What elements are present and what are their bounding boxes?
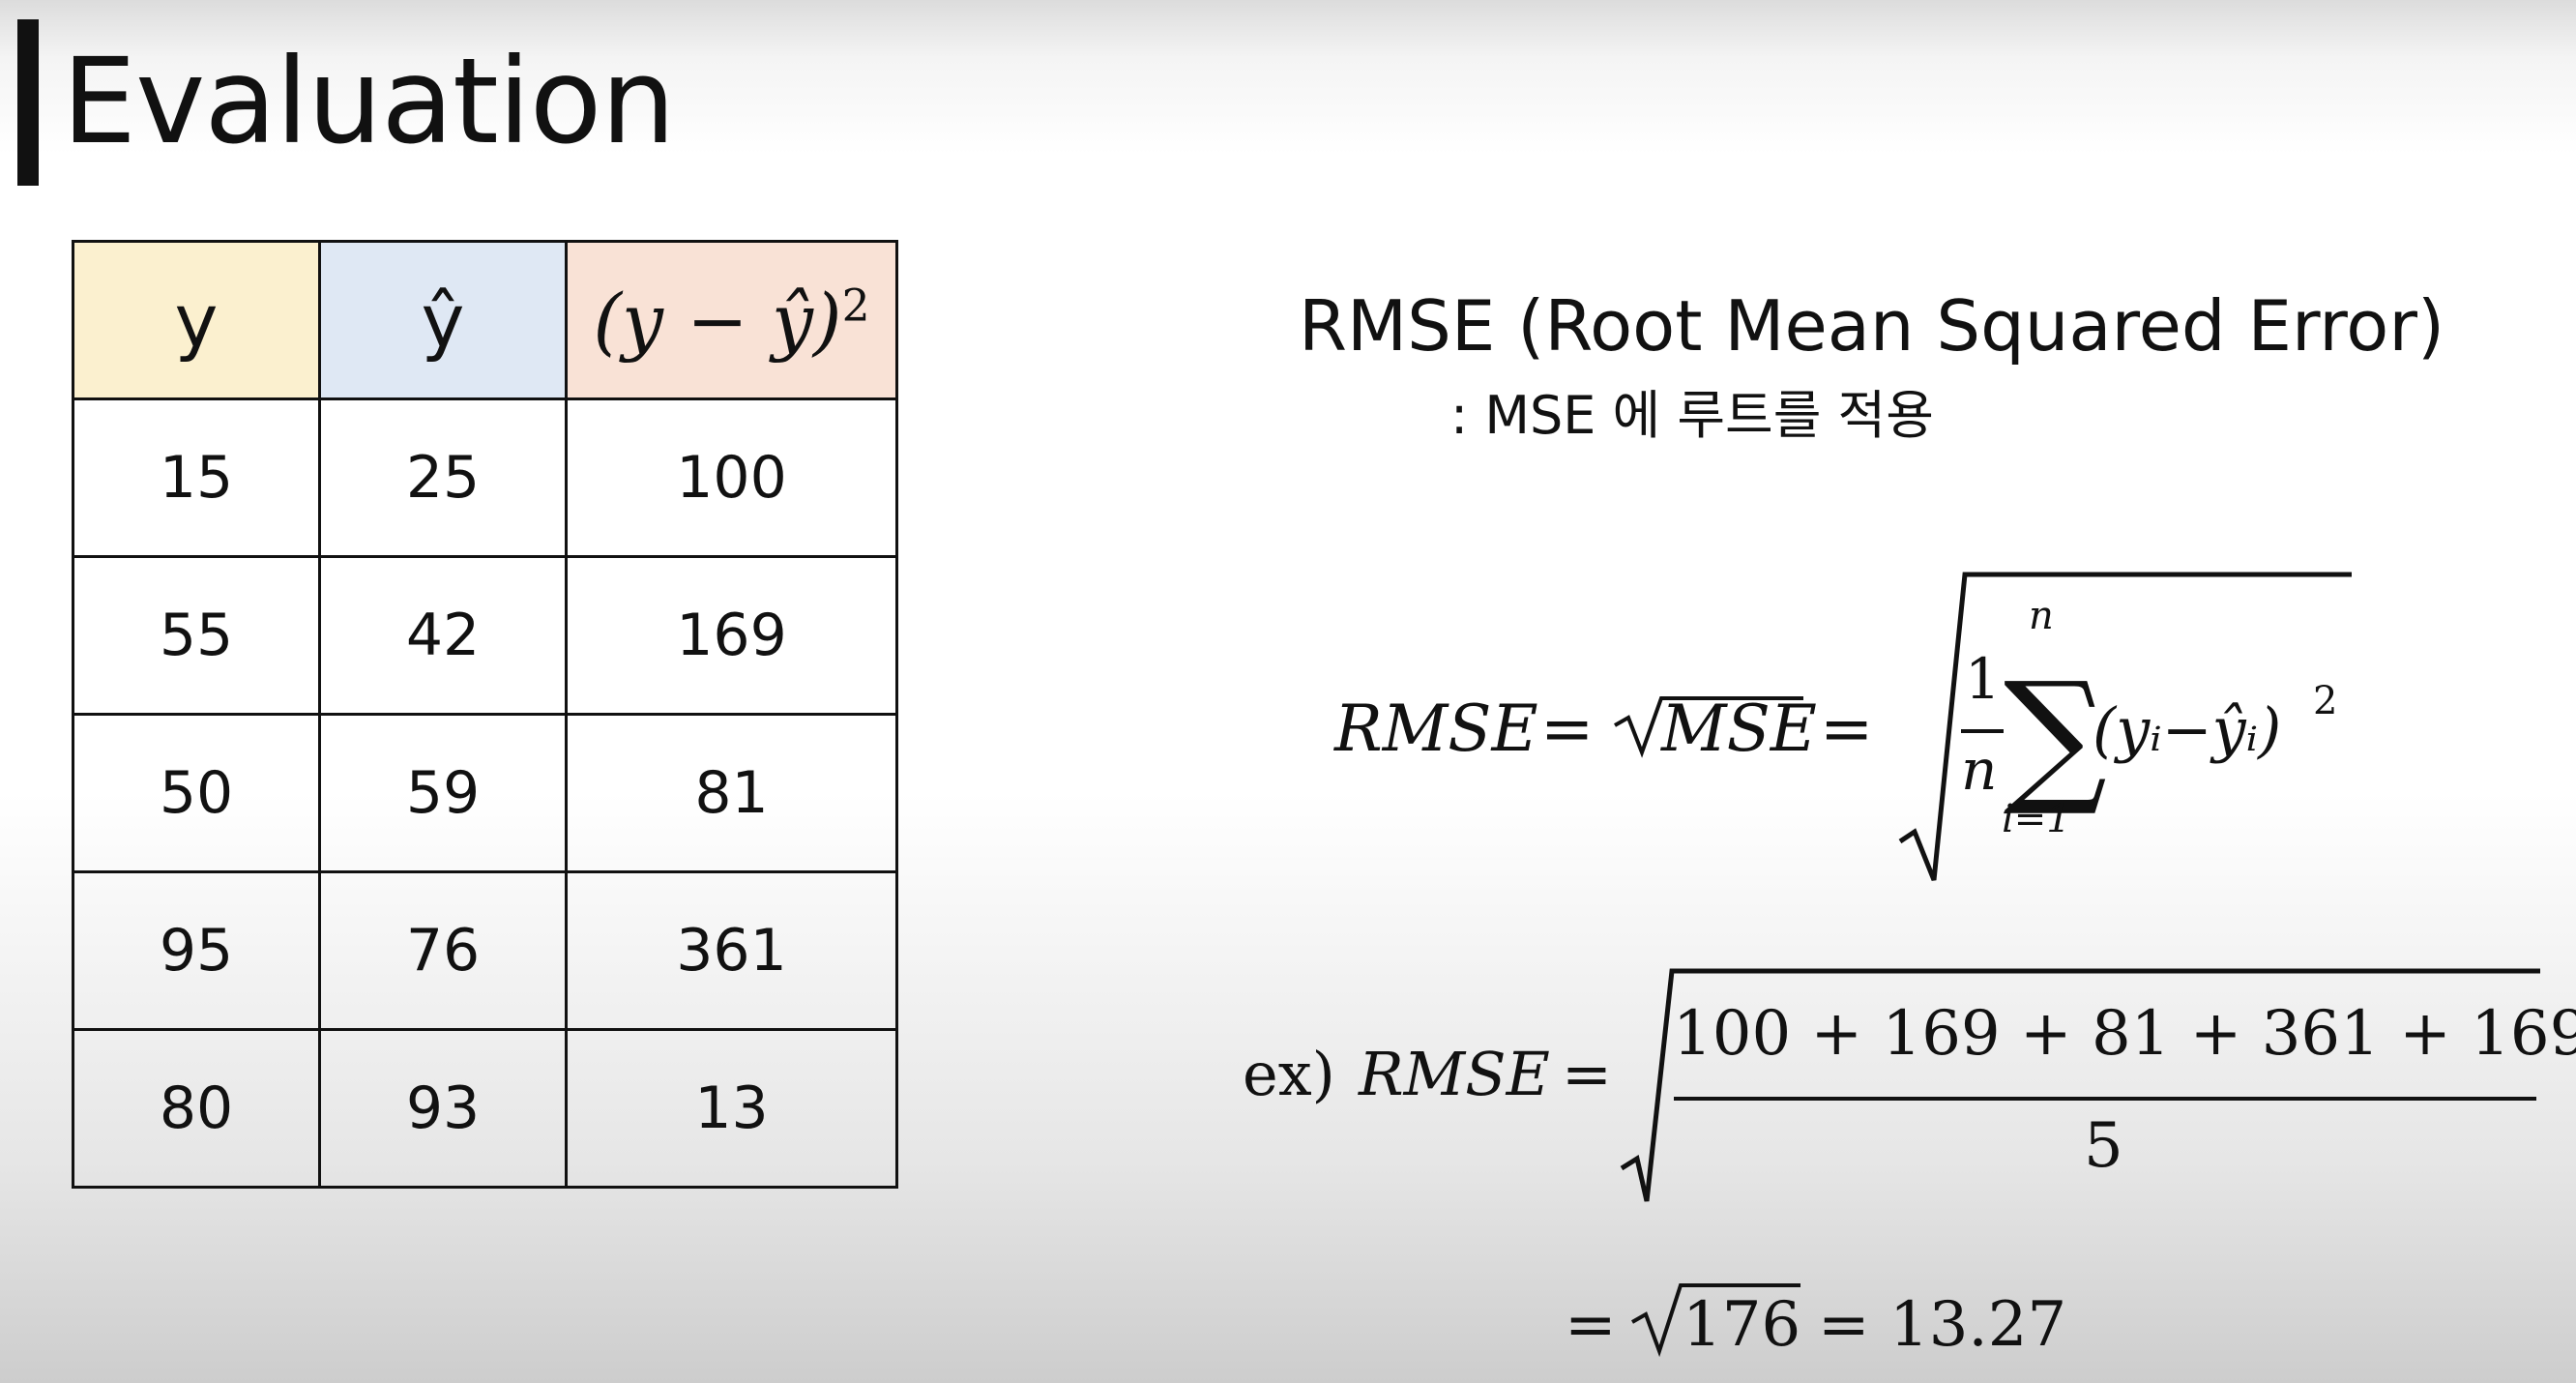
cell-y-hat: 93 (318, 1028, 568, 1189)
formula-eq-2: = (1820, 692, 1873, 766)
term-exponent: 2 (2313, 679, 2337, 723)
sqrt-symbol-result (1631, 1283, 1800, 1358)
title-accent-bar (17, 19, 39, 186)
cell-squared-error: 169 (565, 555, 898, 716)
sum-lower-bound: i=1 (2002, 797, 2071, 841)
example-lhs: RMSE (1358, 1039, 1550, 1109)
sum-term: (yᵢ−ŷᵢ) (2093, 694, 2281, 765)
header-y-hat: ŷ (318, 240, 568, 400)
cell-squared-error: 13 (565, 1028, 898, 1189)
cell-y-hat: 42 (318, 555, 568, 716)
formula-lhs: RMSE (1333, 692, 1538, 766)
sqrt-symbol-small (1614, 696, 1803, 758)
cell-y: 15 (72, 397, 321, 558)
result-sqrt-value: 176 (1683, 1289, 1800, 1361)
formula-eq-1: = (1540, 692, 1594, 766)
example-eq: = (1562, 1039, 1612, 1109)
rmse-subtitle: : MSE 에 루트를 적용 (1450, 385, 1934, 446)
rmse-formula: RMSE = MSE = 1 n n ∑ i=1 (yᵢ−ŷᵢ) 2 (1333, 561, 2379, 890)
fraction-denominator: n (1961, 737, 1997, 803)
formula-mse: MSE (1660, 692, 1817, 766)
example-denominator: 5 (2084, 1110, 2123, 1182)
example-prefix: ex) (1243, 1039, 1335, 1109)
cell-y-hat: 25 (318, 397, 568, 558)
header-y: y (72, 240, 321, 400)
cell-y: 95 (72, 870, 321, 1031)
sigma-icon: ∑ (2004, 652, 2107, 820)
rmse-heading: RMSE (Root Mean Squared Error) (1299, 285, 2445, 367)
error-table: y ŷ (y − ŷ)2 15 25 100 55 42 169 50 59 8… (72, 240, 898, 1189)
cell-squared-error: 100 (565, 397, 898, 558)
sqrt-symbol-large (1898, 572, 2352, 881)
cell-y: 50 (72, 713, 321, 873)
result-eq: = (1565, 1289, 1617, 1361)
table-row: 50 59 81 (72, 713, 898, 873)
slide-title: Evaluation (62, 33, 676, 170)
result-value: = 13.27 (1818, 1289, 2066, 1361)
table-row: 55 42 169 (72, 555, 898, 716)
cell-y-hat: 76 (318, 870, 568, 1031)
sqrt-symbol-example (1620, 968, 2540, 1202)
sum-upper-bound: n (2029, 594, 2054, 638)
cell-y-hat: 59 (318, 713, 568, 873)
table-row: 95 76 361 (72, 870, 898, 1031)
table-row: 80 93 13 (72, 1028, 898, 1189)
header-squared-error: (y − ŷ)2 (565, 240, 898, 400)
result-formula: = 176 = 13.27 (1565, 1262, 2067, 1368)
cell-y: 55 (72, 555, 321, 716)
example-formula: ex) RMSE = 100 + 169 + 81 + 361 + 169 5 (1243, 957, 2576, 1219)
fraction-numerator: 1 (1965, 646, 2001, 712)
example-numerator: 100 + 169 + 81 + 361 + 169 (1673, 998, 2576, 1070)
cell-y: 80 (72, 1028, 321, 1189)
cell-squared-error: 81 (565, 713, 898, 873)
table-row: 15 25 100 (72, 397, 898, 558)
cell-squared-error: 361 (565, 870, 898, 1031)
table-header-row: y ŷ (y − ŷ)2 (72, 240, 898, 400)
